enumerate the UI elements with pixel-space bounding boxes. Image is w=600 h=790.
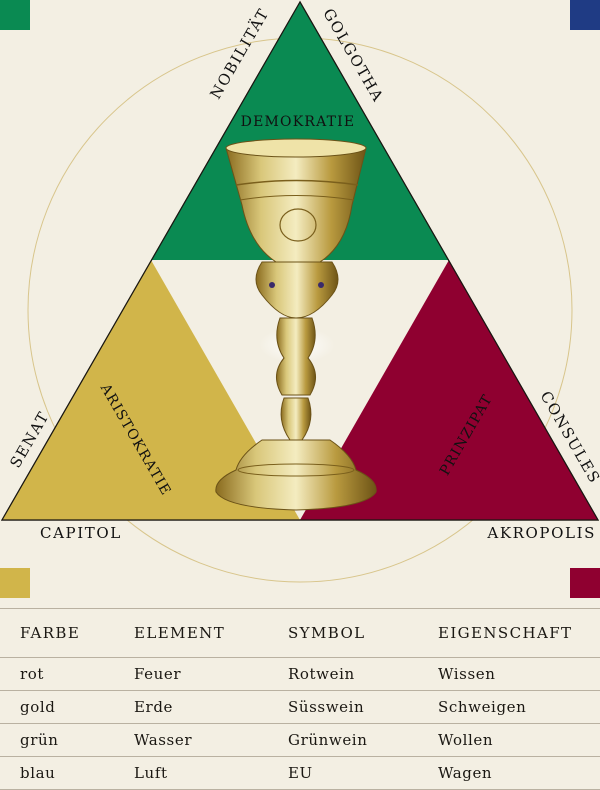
label-akropolis: AKROPOLIS: [486, 524, 596, 542]
table-cell: Wagen: [418, 756, 600, 790]
table-cell: Feuer: [114, 657, 268, 691]
triangle-diagram: NOBILITÄT GOLGOTHA DEMOKRATIE ARISTOKRAT…: [0, 0, 600, 583]
table-cell: Wissen: [418, 657, 600, 691]
header-element: ELEMENT: [114, 609, 268, 658]
table-cell: Rotwein: [268, 657, 418, 691]
table-cell: gold: [0, 690, 114, 724]
corner-square-blue: [570, 0, 600, 30]
golden-goblet-image: [215, 138, 377, 511]
triangle-gold: [2, 260, 300, 520]
table-row: gold Erde Süsswein Schweigen: [0, 690, 600, 724]
triangle-green: [151, 2, 449, 260]
triangle-red: [300, 260, 598, 520]
table-header-row: FARBE ELEMENT SYMBOL EIGENSCHAFT: [0, 609, 600, 658]
table-row: rot Feuer Rotwein Wissen: [0, 657, 600, 691]
table-row: grün Wasser Grünwein Wollen: [0, 723, 600, 757]
table-cell: Luft: [114, 756, 268, 790]
table-cell: Süsswein: [268, 690, 418, 724]
table-cell: blau: [0, 756, 114, 790]
table-cell: grün: [0, 723, 114, 757]
label-demokratie: DEMOKRATIE: [241, 114, 356, 130]
corner-square-green: [0, 0, 30, 30]
table-cell: Erde: [114, 690, 268, 724]
table-cell: Schweigen: [418, 690, 600, 724]
table-cell: rot: [0, 657, 114, 691]
outer-triangle-outline: [0, 0, 600, 521]
table-row: blau Luft EU Wagen: [0, 756, 600, 790]
corner-square-gold: [0, 568, 30, 598]
attributes-table: FARBE ELEMENT SYMBOL EIGENSCHAFT rot Feu…: [0, 608, 600, 790]
header-eigenschaft: EIGENSCHAFT: [418, 609, 600, 658]
header-farbe: FARBE: [0, 609, 114, 658]
header-symbol: SYMBOL: [268, 609, 418, 658]
table-cell: Wasser: [114, 723, 268, 757]
table-cell: Grünwein: [268, 723, 418, 757]
table-cell: Wollen: [418, 723, 600, 757]
corner-square-red: [570, 568, 600, 598]
table-cell: EU: [268, 756, 418, 790]
label-capitol: CAPITOL: [40, 524, 122, 542]
